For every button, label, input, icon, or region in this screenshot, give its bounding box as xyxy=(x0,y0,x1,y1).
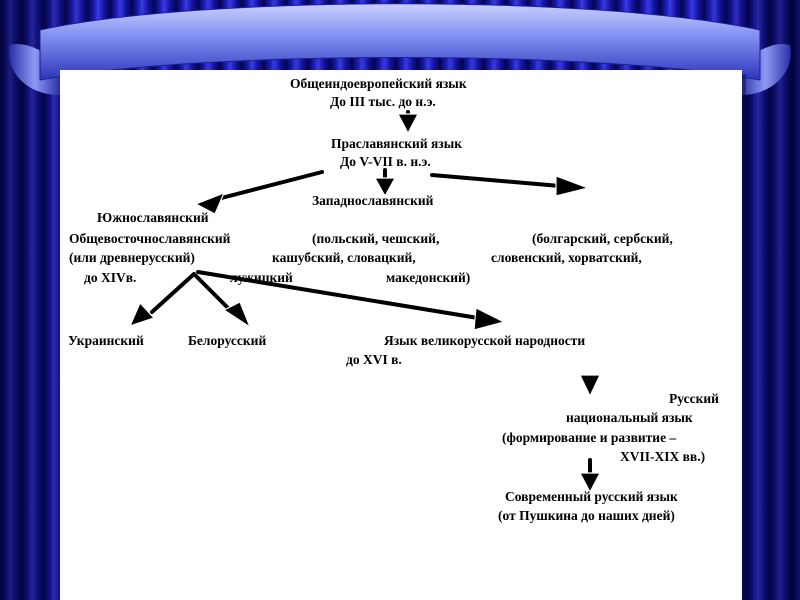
node-east-alt: (или древнерусский) xyxy=(69,250,195,265)
node-pie-period: До III тыс. до н.э. xyxy=(330,94,436,109)
arrow-line-to-east xyxy=(430,173,562,188)
node-west-name: Западнославянский xyxy=(312,193,434,208)
node-south-name: Южнославянский xyxy=(97,210,209,225)
node-great-russian-period: до XVI в. xyxy=(346,352,402,367)
content-panel xyxy=(60,70,742,600)
node-west-examples-2: кашубский, словацкий, xyxy=(272,250,416,265)
node-east-period: до XIVв. xyxy=(84,270,137,285)
node-south-examples-1: (болгарский, сербский, xyxy=(532,231,673,246)
ribbon-banner xyxy=(9,3,791,95)
node-russian-national-4: XVII-XIX вв.) xyxy=(620,449,706,464)
node-west-examples-3: лужицкий xyxy=(230,270,293,285)
arrowhead-to-russian-national xyxy=(579,374,601,398)
node-belarusian: Белорусский xyxy=(188,333,267,348)
node-west-examples-1: (польский, чешский, xyxy=(312,231,440,246)
node-east-name: Общевосточнославянский xyxy=(69,231,231,246)
arrowhead-to-great-russian xyxy=(473,307,506,331)
arrowhead-to-east xyxy=(555,175,591,197)
arrow-line-to-belarusian xyxy=(194,274,234,314)
node-south-examples-2: словенский, хорватский, xyxy=(491,250,642,265)
arrow-line-to-ukrainian xyxy=(150,272,196,314)
arrowhead-to-west xyxy=(373,177,397,198)
node-russian-national-3: (формирование и развитие – xyxy=(502,430,677,445)
arrowhead-to-modern xyxy=(579,472,601,494)
arrow-line-to-great-russian xyxy=(196,270,480,320)
node-south-examples-3: македонский) xyxy=(386,270,471,285)
node-great-russian-name: Язык великорусской народности xyxy=(384,333,586,348)
ribbon-body xyxy=(39,3,761,81)
node-modern-2: (от Пушкина до наших дней) xyxy=(498,508,675,523)
node-pie-name: Общеиндоевропейский язык xyxy=(290,76,467,91)
arrowhead-to-belarusian xyxy=(222,301,252,329)
arrow-line-to-south xyxy=(204,170,324,204)
node-protoslavic-period: До V-VII в. н.э. xyxy=(340,154,431,169)
node-ukrainian: Украинский xyxy=(68,333,144,348)
node-russian-national-2: национальный язык xyxy=(566,410,693,425)
arrowhead-to-south xyxy=(194,191,226,215)
arrowhead-pie-protoslavic xyxy=(397,113,419,135)
node-russian-national-1: Русский xyxy=(669,391,719,406)
node-protoslavic-name: Праславянский язык xyxy=(331,136,463,151)
arrowhead-to-ukrainian xyxy=(128,301,156,327)
node-modern-1: Современный русский язык xyxy=(505,489,678,504)
